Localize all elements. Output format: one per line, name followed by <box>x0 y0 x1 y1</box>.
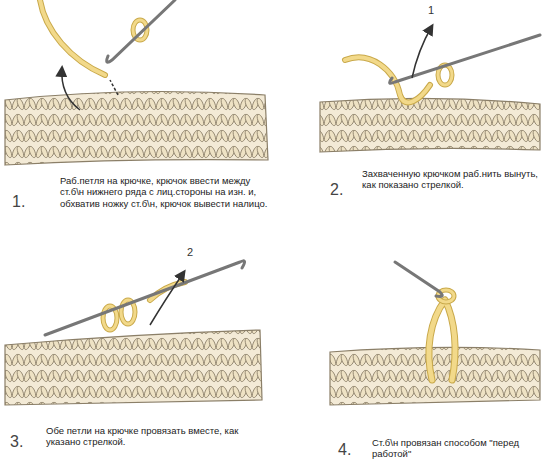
step-caption: Раб.петля на крючке, крючок ввести между… <box>60 175 275 209</box>
step-number: 3. <box>10 432 44 451</box>
step-caption: Захваченную крючком раб.нить вынуть, как… <box>362 168 540 191</box>
step-number: 2. <box>330 180 360 199</box>
panel-one-figure <box>5 0 268 165</box>
callout-number: 2 <box>187 246 207 259</box>
callout-number: 1 <box>428 4 448 17</box>
panel-three-figure <box>5 261 262 405</box>
step-number: 1. <box>12 192 52 211</box>
panel-two-figure <box>320 26 540 152</box>
step-caption: Обе петли на крючке провязать вместе, ка… <box>46 425 256 448</box>
step-caption: Ст.б\н провязан способом "перед работой" <box>372 437 538 460</box>
step-number: 4. <box>338 440 370 459</box>
panel-four-figure <box>330 262 540 405</box>
